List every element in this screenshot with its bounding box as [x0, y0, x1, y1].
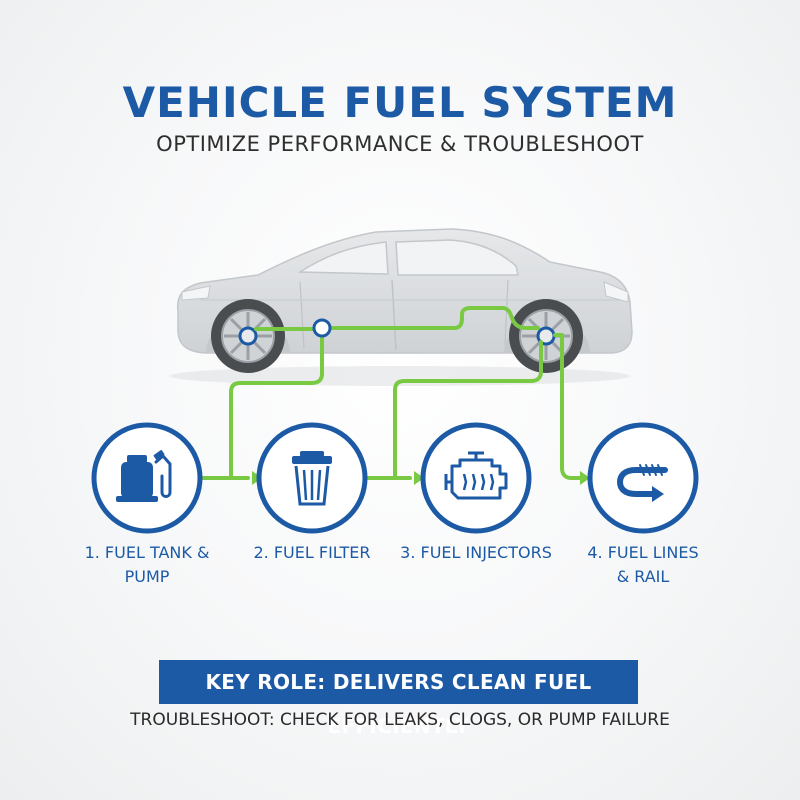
step-label-fuel-injectors: 3. FUEL INJECTORS: [391, 541, 561, 565]
junction-node: [312, 318, 332, 338]
step-label-fuel-lines: 4. FUEL LINES & RAIL: [558, 541, 728, 589]
page-title: VEHICLE FUEL SYSTEM: [122, 78, 678, 127]
step-label-line: 4. FUEL LINES: [587, 543, 699, 562]
step-circle-3: [420, 422, 532, 534]
key-role-banner: KEY ROLE: DELIVERS CLEAN FUEL EFFICIENTL…: [159, 660, 638, 738]
engine-icon: [444, 451, 508, 500]
step-label-line: 2. FUEL FILTER: [253, 543, 371, 562]
step-circle-4: [587, 422, 699, 534]
step-label-fuel-filter: 2. FUEL FILTER: [227, 541, 397, 565]
step-label-line: & RAIL: [616, 567, 670, 586]
fuel-pump-icon: [116, 450, 172, 502]
page-subtitle: OPTIMIZE PERFORMANCE & TROUBLESHOOT: [156, 132, 644, 156]
front-wheel: [509, 299, 583, 373]
step-label-line: 3. FUEL INJECTORS: [400, 543, 552, 562]
rear-wheel: [211, 299, 285, 373]
troubleshoot-note: TROUBLESHOOT: CHECK FOR LEAKS, CLOGS, OR…: [130, 710, 670, 730]
step-label-line: 1. FUEL TANK &: [84, 543, 210, 562]
fuel-line-icon: [616, 464, 668, 502]
step-label-fuel-tank: 1. FUEL TANK & PUMP: [62, 541, 232, 589]
fuel-flow-lines: [199, 306, 582, 480]
step-label-line: PUMP: [124, 567, 170, 586]
fuel-filter-icon: [292, 451, 332, 506]
